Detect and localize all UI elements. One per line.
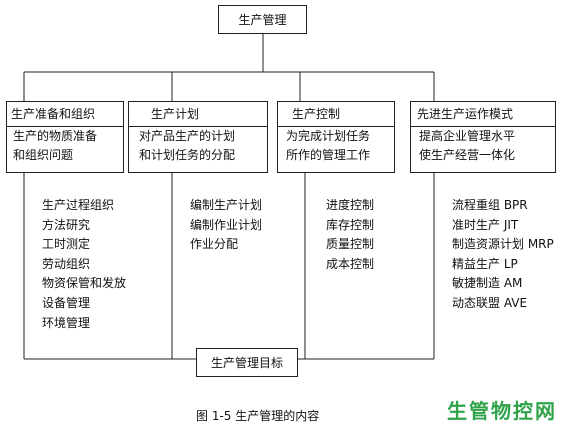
list-item: 生产过程组织 [42,198,115,212]
list-item: 方法研究 [42,217,91,232]
item-list-control: 进度控制 库存控制 质量控制 成本控制 [326,196,374,274]
bottom-node: 生产管理目标 [196,348,298,377]
category-desc: 生产的物质准备 和组织问题 [7,127,123,165]
category-header: 先进生产运作模式 [411,102,555,127]
desc-line: 对产品生产的计划 [139,129,236,143]
figure-caption: 图 1-5 生产管理的内容 [196,409,320,423]
category-header: 生产准备和组织 [7,102,123,127]
category-desc: 为完成计划任务 所作的管理工作 [278,127,394,165]
list-item: 质量控制 [326,237,375,252]
category-box-advanced-modes: 先进生产运作模式 提高企业管理水平 使生产经营一体化 [410,101,556,173]
top-node-title: 生产管理 [238,13,287,27]
list-item: 流程重组 BPR [452,198,528,212]
item-list-advanced-modes: 流程重组 BPR 准时生产 JIT 制造资源计划 MRP 精益生产 LP 敏捷制… [452,196,554,314]
category-desc: 对产品生产的计划 和计划任务的分配 [129,127,267,165]
desc-line: 使生产经营一体化 [419,148,516,162]
desc-line: 为完成计划任务 [286,129,371,143]
item-list-planning: 编制生产计划 编制作业计划 作业分配 [190,196,262,255]
desc-line: 和组织问题 [13,148,74,162]
desc-line: 提高企业管理水平 [419,129,516,143]
desc-line: 生产的物质准备 [13,129,98,143]
list-item: 敏捷制造 AM [452,276,523,291]
category-header: 生产计划 [129,102,267,127]
list-item: 精益生产 LP [452,256,518,271]
desc-line: 和计划任务的分配 [139,148,236,162]
desc-line: 所作的管理工作 [286,148,371,162]
list-item: 工时测定 [42,237,91,252]
item-list-preparation: 生产过程组织 方法研究 工时测定 劳动组织 物资保管和发放 设备管理 环境管理 [42,196,126,333]
list-item: 成本控制 [326,256,375,271]
list-item: 编制作业计划 [190,217,263,232]
list-item: 物资保管和发放 [42,276,127,291]
category-header: 生产控制 [278,102,394,127]
list-item: 库存控制 [326,217,375,232]
list-item: 环境管理 [42,315,91,330]
watermark-logo: 生管物控网 [447,399,557,423]
category-box-control: 生产控制 为完成计划任务 所作的管理工作 [277,101,395,173]
category-box-planning: 生产计划 对产品生产的计划 和计划任务的分配 [128,101,268,173]
category-box-preparation: 生产准备和组织 生产的物质准备 和组织问题 [6,101,124,173]
list-item: 动态联盟 AVE [452,295,528,310]
list-item: 作业分配 [190,237,239,252]
top-node: 生产管理 [218,5,307,34]
list-item: 编制生产计划 [190,198,263,212]
category-desc: 提高企业管理水平 使生产经营一体化 [411,127,555,165]
list-item: 准时生产 JIT [452,217,519,232]
list-item: 制造资源计划 MRP [452,237,554,252]
list-item: 劳动组织 [42,256,91,271]
list-item: 设备管理 [42,295,91,310]
list-item: 进度控制 [326,198,375,212]
bottom-node-title: 生产管理目标 [210,356,283,370]
